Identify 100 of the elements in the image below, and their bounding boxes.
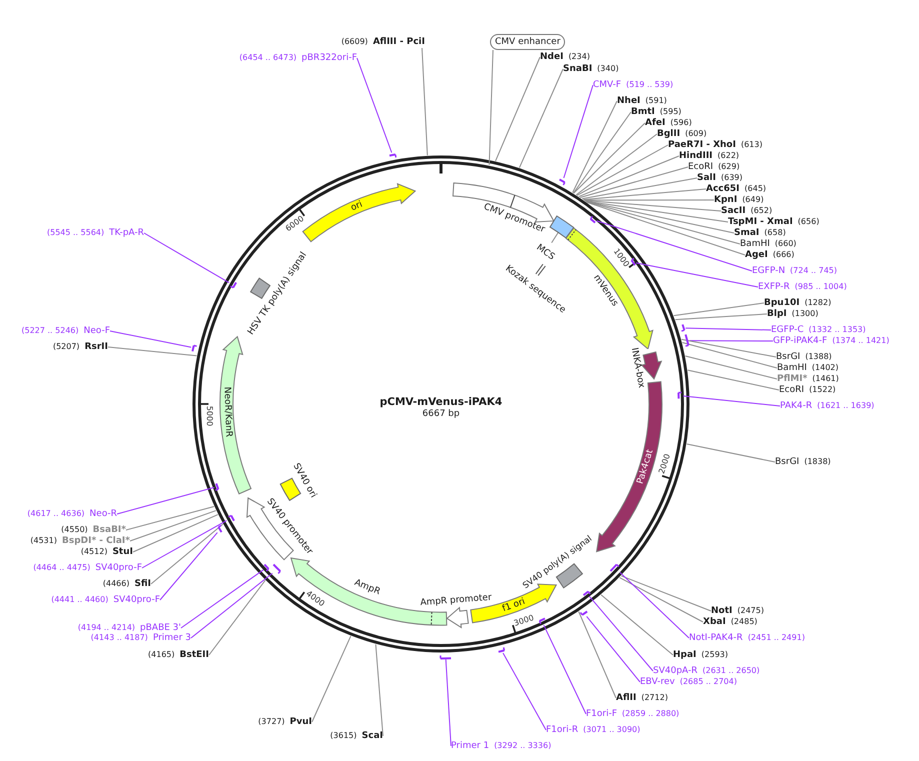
primer-label: (5227 .. 5246) Neo-F (21, 325, 110, 337)
leader-line (312, 636, 352, 722)
primer-mark-icon (496, 646, 506, 653)
primer-label: EGFP-C (1332 .. 1353) (771, 324, 866, 336)
enzyme-site-label: (3727) PvuI (258, 716, 312, 728)
enzyme-site-label: AgeI (666) (745, 249, 794, 261)
enzyme-site-label: KpnI (649) (714, 194, 764, 206)
plasmid-name: pCMV-mVenus-iPAK4 (380, 396, 502, 408)
leader-line (551, 232, 559, 244)
leader-line (356, 58, 392, 154)
primer-mark-icon (226, 514, 236, 522)
enzyme-site-label: BglII (609) (657, 128, 707, 140)
primer-label: GFP-iPAK4-F (1374 .. 1421) (773, 335, 890, 347)
enzyme-site-label: NheI (591) (617, 95, 667, 107)
plasmid-size: 6667 bp (422, 409, 460, 419)
leader-line (375, 644, 384, 736)
leader-line (130, 510, 216, 542)
leader-line (585, 200, 734, 234)
enzyme-site-label: PaeR7I - XhoI (613) (668, 139, 762, 151)
enzyme-site-label: (4466) SfiI (102, 578, 151, 590)
leader-line (685, 328, 772, 330)
leader-line (620, 575, 712, 612)
leader-line (126, 506, 215, 530)
enzyme-site-label: Bpu10I (1282) (764, 297, 832, 309)
leader-line (687, 370, 780, 390)
enzyme-site-label: HindIII (622) (679, 150, 740, 162)
primer-mark-icon (272, 563, 282, 576)
enzyme-site-label: TspMI - XmaI (656) (728, 216, 820, 228)
enzyme-site-label: (4165) BstEII (148, 649, 209, 661)
primer-label: (4617 .. 4636) Neo-R (27, 508, 117, 520)
leader-line (180, 569, 264, 628)
primer-label: EGFP-N (724 .. 745) (752, 265, 837, 277)
leader-line (576, 134, 658, 196)
enzyme-site-label: (4531) BspDI* - ClaI* (30, 535, 130, 547)
enzyme-site-label: BamHI (1402) (777, 362, 838, 374)
primer-mark-icon (609, 562, 621, 572)
leader-line (422, 48, 428, 156)
primer-mark-icon (677, 391, 684, 400)
primer-label: Primer 1 (3292 .. 3336) (451, 740, 552, 752)
enzyme-site-label: HpaI (2593) (673, 649, 728, 661)
primer-label: (4143 .. 4187) Primer 3 (90, 632, 191, 644)
leader-line (543, 624, 586, 714)
leader-line (116, 486, 215, 514)
feature-band: NeoR/KanR (219, 335, 252, 495)
leader-line (588, 596, 654, 672)
enzyme-site-label: (5207) RsrII (52, 341, 108, 353)
leader-line (584, 200, 722, 212)
enzyme-site-label: XbaI (2485) (703, 616, 758, 628)
primer-mark-icon (680, 323, 686, 333)
enzyme-site-label: (4512) StuI (80, 546, 133, 558)
primer-label: F1ori-F (2859 .. 2880) (586, 708, 680, 720)
leader-line (586, 202, 746, 256)
primer-label: PAK4-R (1621 .. 1639) (780, 400, 874, 412)
leader-line (563, 84, 594, 178)
leader-line (684, 356, 778, 380)
enzyme-site-label: EcoRI (1522) (779, 384, 836, 396)
leader-line (586, 616, 640, 682)
primer-mark-icon (191, 344, 198, 352)
leader-line (682, 342, 778, 368)
primer-label: CMV-F (519 .. 539) (593, 79, 674, 91)
primer-mark-icon (558, 178, 567, 186)
leader-line (680, 338, 776, 358)
primer-label: F1ori-R (3071 .. 3090) (546, 724, 640, 736)
enzyme-site-label: SalI (639) (697, 172, 743, 184)
leader-line (673, 302, 764, 316)
enzyme-site-label: BmtI (595) (631, 106, 682, 118)
enzyme-site-label: BlpI (1300) (767, 308, 818, 320)
leader-line (208, 580, 266, 656)
enzyme-site-label: EcoRI (629) (688, 161, 740, 173)
feature-band (290, 556, 448, 626)
enzyme-site-label: SmaI (658) (734, 227, 786, 239)
leader-line (572, 112, 632, 194)
enzyme-site-label: (6609) AflIII - PciI (341, 36, 425, 48)
scale-label: 5000 (204, 406, 214, 426)
leader-line (578, 156, 680, 198)
primer-mark-icon (684, 333, 690, 348)
leader-line (160, 532, 218, 600)
leader-line (132, 514, 218, 552)
leader-line (580, 166, 688, 198)
enzyme-site-label: BamHI (660) (740, 238, 796, 250)
leader-line (495, 56, 540, 162)
primer-label: (4194 .. 4214) pBABE 3' (78, 622, 181, 634)
leader-line (686, 444, 776, 462)
leader-line (144, 232, 230, 284)
leader-line (110, 330, 192, 348)
leader-line (600, 594, 674, 656)
primer-label: SV40pA-R (2631 .. 2650) (653, 665, 760, 677)
enzyme-site-label: NotI (2475) (711, 605, 764, 617)
leader-line (584, 200, 728, 222)
primer-label: (4464 .. 4475) SV40pro-F (33, 562, 142, 574)
enzyme-site-label: BsrGI (1838) (775, 456, 831, 468)
enzyme-site-label: PflMI* (1461) (777, 373, 839, 385)
enzyme-site-label: NdeI (234) (540, 51, 590, 63)
primer-mark-icon (217, 524, 224, 534)
feature-tag: CMV enhancer (490, 34, 566, 50)
leader-line (518, 68, 564, 168)
leader-line (108, 346, 198, 356)
leader-line (619, 577, 704, 622)
leader-line (674, 314, 768, 320)
leader-line (573, 122, 646, 194)
